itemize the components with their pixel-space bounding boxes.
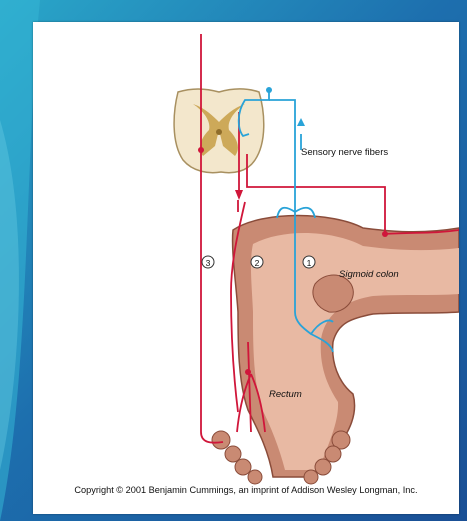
svg-text:2: 2 bbox=[255, 258, 260, 268]
pathway-marker-3: 3 bbox=[202, 256, 214, 268]
spinal-cord-section bbox=[174, 89, 264, 173]
sensory-nerve-fibers-label: Sensory nerve fibers bbox=[301, 147, 388, 158]
svg-text:1: 1 bbox=[307, 258, 312, 268]
sigmoid-colon-label: Sigmoid colon bbox=[339, 269, 399, 280]
svg-text:3: 3 bbox=[206, 258, 211, 268]
pathway-marker-1: 1 bbox=[303, 256, 315, 268]
sensory-nerve-markers bbox=[266, 87, 305, 126]
copyright-notice: Copyright © 2001 Benjamin Cummings, an i… bbox=[33, 485, 459, 495]
rectum-label: Rectum bbox=[269, 389, 302, 400]
defecation-reflex-diagram: 3 2 1 Sensory nerve fibers Sigmoid colon… bbox=[33, 22, 459, 514]
pathway-marker-2: 2 bbox=[251, 256, 263, 268]
figure-panel: 3 2 1 Sensory nerve fibers Sigmoid colon… bbox=[33, 22, 459, 514]
